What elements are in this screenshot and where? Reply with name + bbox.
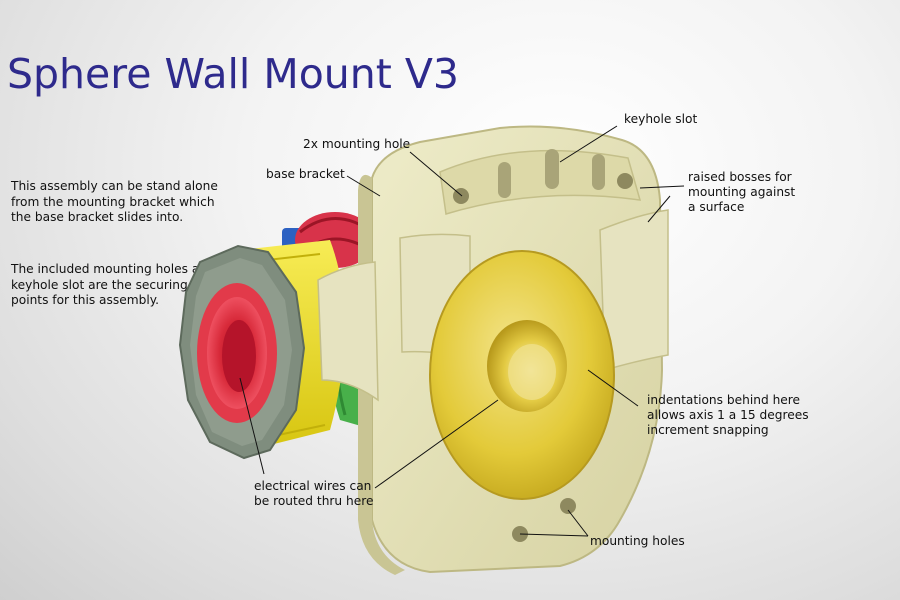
red-ring [197,283,277,423]
callout-mounting-holes: mounting holes [590,534,685,548]
leader-lines [239,125,685,537]
callout-raised-bosses-line3: a surface [688,200,745,214]
page-title: Sphere Wall Mount V3 [7,50,460,98]
callout-wires-line1: electrical wires can [254,479,372,493]
callout-base-bracket: base bracket [266,167,345,181]
callout-raised-bosses-line2: mounting against [688,185,796,199]
callout-wires-line2: be routed thru here [254,494,374,508]
callout-indentations-line2: allows axis 1 a 15 degrees [647,408,809,422]
callout-keyhole-slot: keyhole slot [624,112,698,126]
yellow-plate [429,250,615,500]
callout-indentations-line1: indentations behind here [647,393,801,407]
callout-raised-bosses-line1: raised bosses for [688,170,792,184]
description-standalone: This assembly can be stand alone from th… [11,179,218,224]
callout-indentations-line3: increment snapping [647,423,769,437]
description-securing-points: The included mounting holes and keyhole … [11,262,215,307]
callout-2x-mounting-hole: 2x mounting hole [303,137,411,151]
